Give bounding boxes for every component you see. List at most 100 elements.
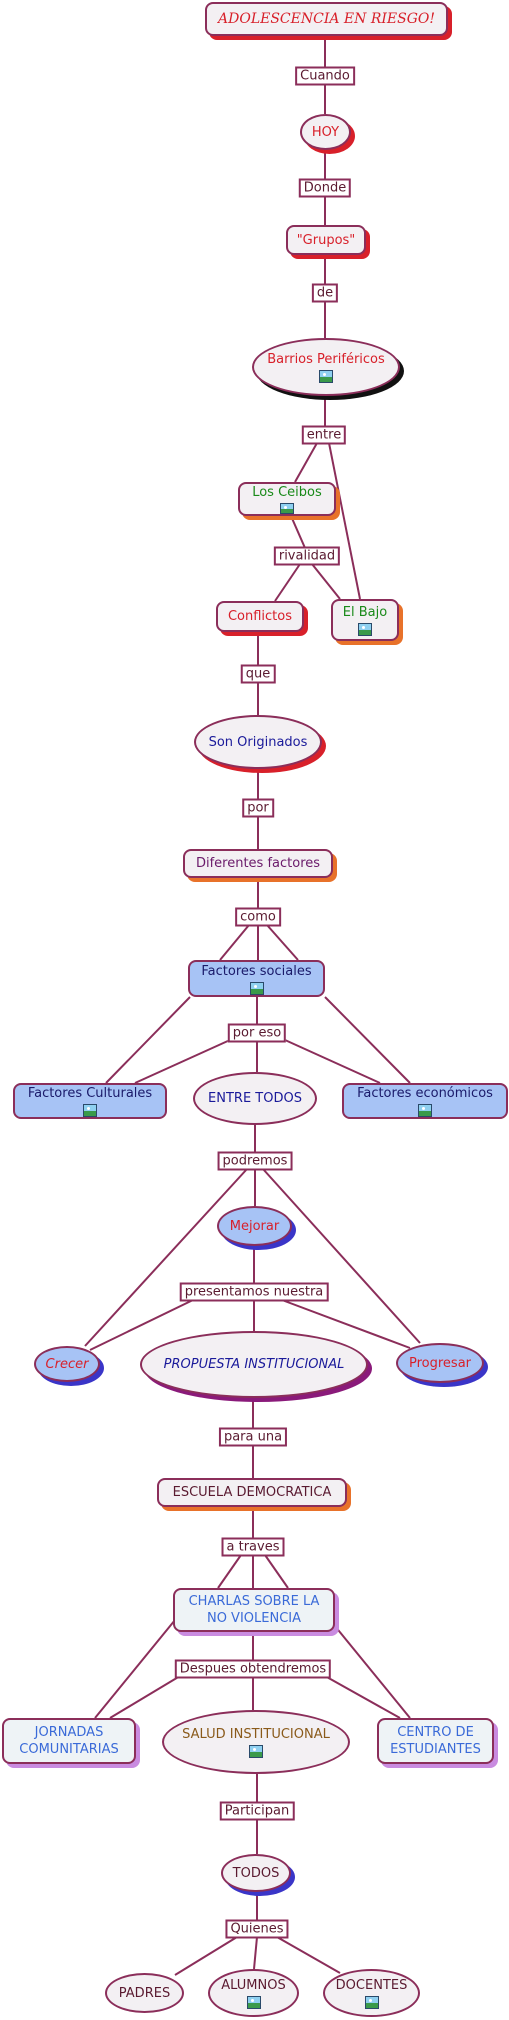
- connector-line: [253, 1936, 258, 1970]
- node-sociales-text: Factores sociales: [201, 963, 312, 979]
- node-conflictos[interactable]: Conflictos: [216, 601, 304, 632]
- node-jornadas[interactable]: JORNADAS COMUNITARIAS: [2, 1718, 136, 1764]
- node-title-text: ADOLESCENCIA EN RIESGO!: [218, 10, 435, 27]
- node-grupos[interactable]: "Grupos": [286, 225, 366, 255]
- link-rivalidad[interactable]: rivalidad: [273, 546, 341, 566]
- node-barrios-text: Barrios Periféricos: [267, 352, 385, 367]
- connector-line: [274, 563, 301, 602]
- connector-line: [329, 1619, 411, 1719]
- link-presentamos[interactable]: presentamos nuestra: [179, 1282, 329, 1302]
- node-entre-todos-text: ENTRE TODOS: [208, 1091, 302, 1106]
- link-podremos[interactable]: podremos: [217, 1151, 293, 1171]
- node-factores[interactable]: Diferentes factores: [183, 849, 333, 878]
- connector-line: [281, 1299, 411, 1349]
- link-como[interactable]: como: [235, 907, 281, 927]
- node-culturales[interactable]: Factores Culturales: [13, 1083, 167, 1119]
- link-quienes[interactable]: Quienes: [225, 1919, 289, 1939]
- image-icon[interactable]: [249, 1745, 263, 1758]
- node-padres[interactable]: PADRES: [105, 1973, 184, 2013]
- connector-line: [109, 1675, 181, 1719]
- node-originados-text: Son Originados: [208, 734, 308, 750]
- image-icon[interactable]: [83, 1104, 97, 1117]
- node-todos[interactable]: TODOS: [221, 1854, 291, 1892]
- node-factores-text: Diferentes factores: [195, 856, 321, 871]
- link-por-eso[interactable]: por eso: [227, 1023, 287, 1043]
- node-culturales-text: Factores Culturales: [27, 1086, 153, 1101]
- node-escuela[interactable]: ESCUELA DEMOCRATICA: [157, 1478, 347, 1507]
- connector-line: [311, 563, 341, 600]
- image-icon[interactable]: [319, 370, 333, 383]
- node-economicos-text: Factores económicos: [357, 1086, 493, 1101]
- image-icon[interactable]: [280, 503, 294, 514]
- connector-line: [84, 1168, 248, 1347]
- link-a-traves[interactable]: a traves: [221, 1537, 285, 1557]
- link-que[interactable]: que: [240, 664, 276, 684]
- link-donde[interactable]: Donde: [298, 178, 352, 198]
- connector-line: [290, 515, 306, 549]
- connector-line: [217, 1554, 242, 1589]
- node-propuesta-text: PROPUESTA INSTITUCIONAL: [163, 1357, 345, 1372]
- connector-line: [266, 924, 299, 961]
- connector-line: [294, 442, 318, 483]
- link-participan[interactable]: Participan: [219, 1801, 295, 1821]
- connector-line: [324, 996, 411, 1084]
- node-bajo[interactable]: El Bajo: [331, 599, 399, 641]
- image-icon[interactable]: [358, 623, 372, 636]
- connector-line: [324, 1675, 401, 1719]
- image-icon[interactable]: [364, 1996, 379, 2009]
- connector-line: [134, 1039, 231, 1084]
- node-barrios[interactable]: Barrios Periféricos: [252, 338, 400, 396]
- node-docentes-text: DOCENTES: [335, 1978, 408, 1993]
- node-progresar[interactable]: Progresar: [396, 1343, 484, 1383]
- node-todos-text: TODOS: [232, 1865, 280, 1881]
- node-propuesta[interactable]: PROPUESTA INSTITUCIONAL: [140, 1331, 368, 1398]
- node-mejorar-text: Mejorar: [229, 1218, 280, 1234]
- link-por[interactable]: por: [242, 798, 274, 818]
- node-entre-todos[interactable]: ENTRE TODOS: [193, 1072, 317, 1125]
- node-salud[interactable]: SALUD INSTITUCIONAL: [162, 1710, 350, 1774]
- node-escuela-text: ESCUELA DEMOCRATICA: [172, 1485, 332, 1500]
- node-ceibos-text: Los Ceibos: [252, 485, 322, 500]
- node-conflictos-text: Conflictos: [227, 609, 293, 624]
- node-jornadas-text: JORNADAS COMUNITARIAS: [19, 1725, 119, 1757]
- connector-line: [89, 1299, 194, 1351]
- node-ceibos[interactable]: Los Ceibos: [238, 482, 336, 516]
- connector-line: [174, 1936, 238, 1976]
- link-cuando[interactable]: Cuando: [295, 66, 355, 86]
- connector-line: [264, 1554, 289, 1589]
- image-icon[interactable]: [246, 1996, 261, 2009]
- node-crecer[interactable]: Crecer: [34, 1346, 100, 1382]
- node-mejorar[interactable]: Mejorar: [217, 1206, 292, 1246]
- node-title[interactable]: ADOLESCENCIA EN RIESGO!: [205, 2, 448, 36]
- node-padres-text: PADRES: [118, 1985, 171, 2001]
- connector-line: [219, 924, 250, 961]
- node-alumnos[interactable]: ALUMNOS: [208, 1969, 299, 2017]
- node-charlas[interactable]: CHARLAS SOBRE LA NO VIOLENCIA: [173, 1588, 335, 1632]
- link-despues[interactable]: Despues obtendremos: [174, 1659, 332, 1679]
- link-entre[interactable]: entre: [301, 425, 347, 445]
- node-progresar-text: Progresar: [408, 1355, 472, 1371]
- connector-line: [276, 1936, 341, 1974]
- image-icon[interactable]: [249, 981, 264, 995]
- node-economicos[interactable]: Factores económicos: [342, 1083, 508, 1119]
- node-alumnos-text: ALUMNOS: [221, 1978, 286, 1993]
- node-crecer-text: Crecer: [45, 1356, 89, 1372]
- image-icon[interactable]: [418, 1104, 432, 1117]
- connector-line: [328, 442, 361, 600]
- link-de[interactable]: de: [311, 283, 339, 303]
- connector-line: [284, 1039, 381, 1084]
- node-centro-text: CENTRO DE ESTUDIANTES: [390, 1725, 481, 1757]
- node-sociales[interactable]: Factores sociales: [188, 960, 325, 997]
- connector-line: [105, 996, 191, 1084]
- node-hoy[interactable]: HOY: [300, 114, 351, 150]
- node-hoy-text: HOY: [311, 124, 340, 140]
- connector-line: [262, 1168, 421, 1344]
- node-bajo-text: El Bajo: [342, 605, 388, 620]
- connector-line: [94, 1619, 176, 1719]
- link-para-una[interactable]: para una: [218, 1427, 288, 1447]
- node-originados[interactable]: Son Originados: [194, 715, 322, 769]
- node-salud-text: SALUD INSTITUCIONAL: [182, 1727, 330, 1742]
- node-centro[interactable]: CENTRO DE ESTUDIANTES: [377, 1718, 494, 1764]
- node-docentes[interactable]: DOCENTES: [323, 1969, 420, 2017]
